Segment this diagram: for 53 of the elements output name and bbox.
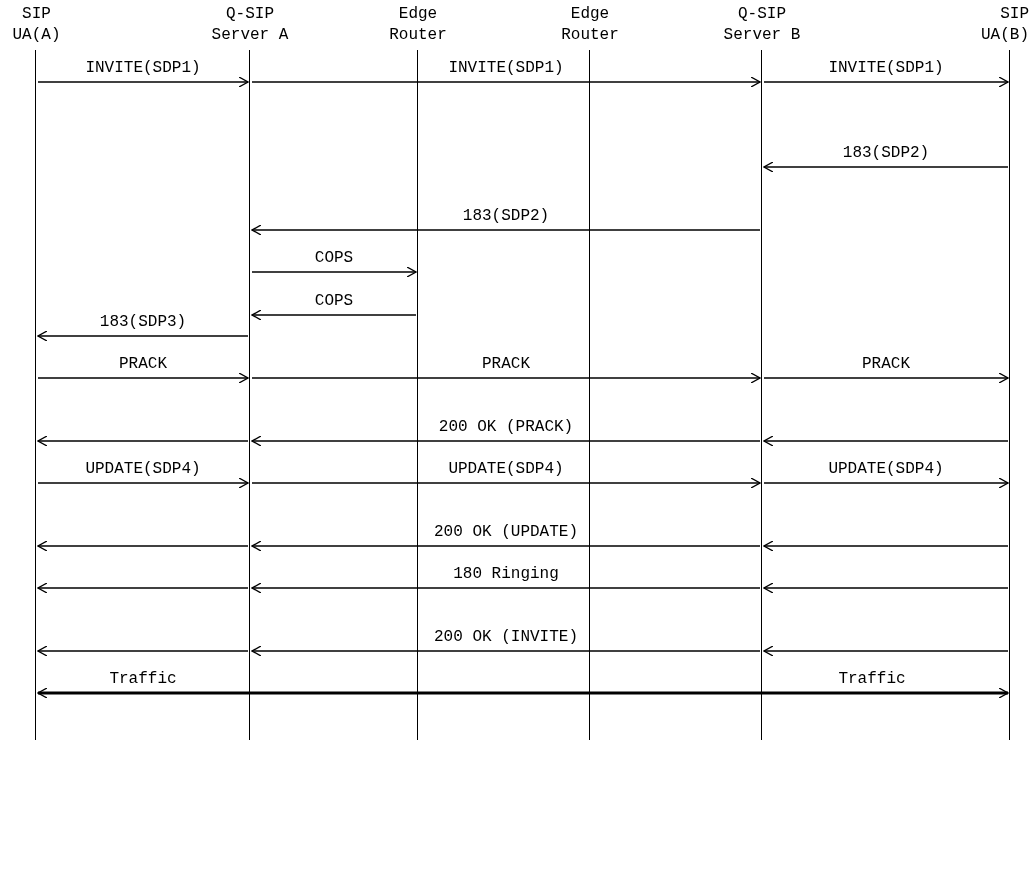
message-arrow	[251, 266, 417, 278]
message-arrow	[37, 582, 249, 594]
message-label: INVITE(SDP1)	[448, 58, 564, 78]
message-arrow	[251, 224, 761, 236]
lifeline-header: Edge Router	[389, 4, 447, 46]
message-label: PRACK	[482, 354, 530, 374]
message-arrow	[37, 76, 249, 88]
message-arrow	[763, 161, 1009, 173]
message-arrow	[763, 645, 1009, 657]
message-arrow	[251, 435, 761, 447]
message-arrow	[763, 477, 1009, 489]
message-label: 183(SDP3)	[99, 312, 187, 332]
message-arrow	[763, 540, 1009, 552]
message-arrow	[251, 372, 761, 384]
message-label: 200 OK (PRACK)	[438, 417, 574, 437]
message-label: 180 Ringing	[453, 564, 559, 584]
lifeline-header: Edge Router	[561, 4, 619, 46]
message-label: PRACK	[862, 354, 910, 374]
message-label: 183(SDP2)	[462, 206, 550, 226]
message-arrow	[251, 309, 417, 321]
message-label: 200 OK (INVITE)	[434, 627, 578, 647]
message-label: Traffic	[109, 669, 177, 689]
message-arrow	[251, 645, 761, 657]
message-label: COPS	[314, 248, 354, 268]
message-arrow	[251, 540, 761, 552]
message-label: INVITE(SDP1)	[85, 58, 201, 78]
message-arrow	[37, 687, 1009, 699]
message-label: 200 OK (UPDATE)	[434, 522, 578, 542]
message-arrow	[763, 76, 1009, 88]
lifeline-header: Q-SIP Server A	[211, 4, 289, 46]
lifeline-header: SIP UA(B)	[980, 4, 1029, 46]
message-arrow	[251, 582, 761, 594]
message-arrow	[37, 435, 249, 447]
message-label: UPDATE(SDP4)	[828, 459, 944, 479]
message-label: INVITE(SDP1)	[828, 58, 944, 78]
message-label: UPDATE(SDP4)	[85, 459, 201, 479]
message-arrow	[763, 372, 1009, 384]
message-arrow	[37, 477, 249, 489]
lifeline-header: SIP UA(A)	[12, 4, 61, 46]
message-arrow	[763, 582, 1009, 594]
lifeline-header: Q-SIP Server B	[723, 4, 801, 46]
message-arrow	[37, 540, 249, 552]
message-arrow	[251, 477, 761, 489]
message-label: UPDATE(SDP4)	[448, 459, 564, 479]
message-label: 183(SDP2)	[842, 143, 930, 163]
message-arrow	[37, 330, 249, 342]
message-label: PRACK	[119, 354, 167, 374]
message-label: Traffic	[838, 669, 906, 689]
message-arrow	[37, 372, 249, 384]
message-arrow	[37, 645, 249, 657]
message-arrow	[763, 435, 1009, 447]
message-label: COPS	[314, 291, 354, 311]
message-arrow	[251, 76, 761, 88]
